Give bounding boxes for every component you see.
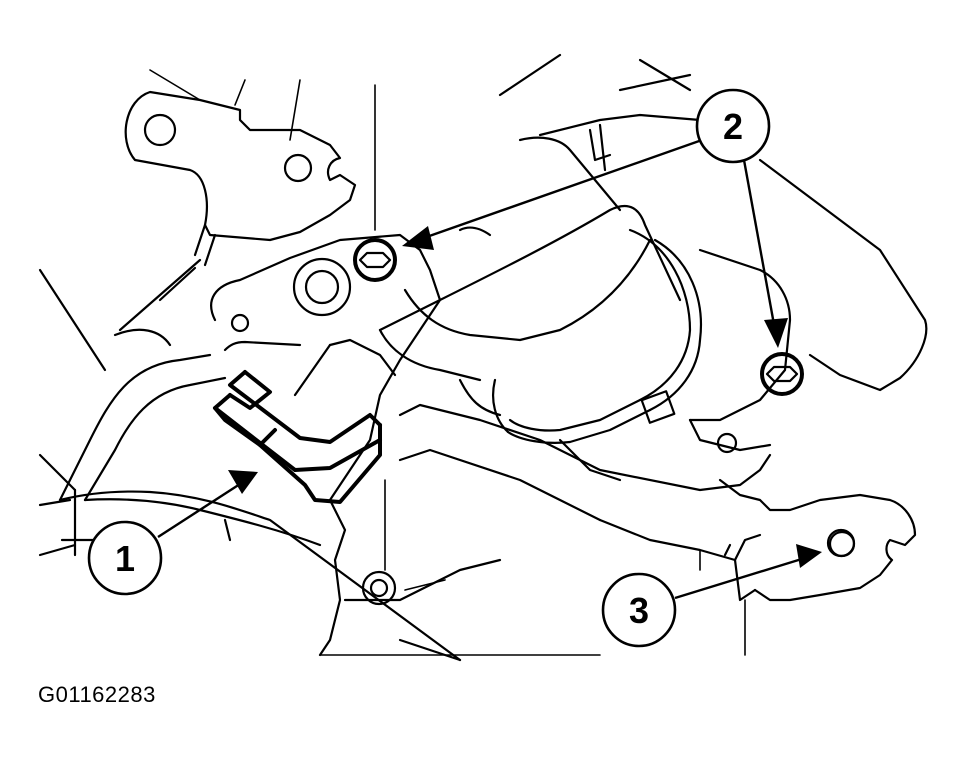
callout-2-label: 2 (723, 106, 743, 147)
hose-lines (58, 353, 462, 662)
callout-1-label: 1 (115, 538, 135, 579)
callout-3: 3 (601, 544, 822, 648)
upper-bracket (124, 69, 376, 267)
elbow-connector (213, 370, 382, 504)
callout-1: 1 (87, 470, 258, 596)
lower-area (318, 479, 601, 662)
callout-3-label: 3 (629, 590, 649, 631)
figure-id: G01162283 (38, 682, 156, 707)
callout-2: 2 (402, 88, 788, 348)
left-frame (38, 258, 202, 557)
lower-bracket (398, 403, 917, 656)
bolt-upper (353, 238, 397, 282)
mount-plate (210, 233, 442, 502)
hole-marker (826, 528, 856, 558)
bolt-right (760, 352, 804, 396)
